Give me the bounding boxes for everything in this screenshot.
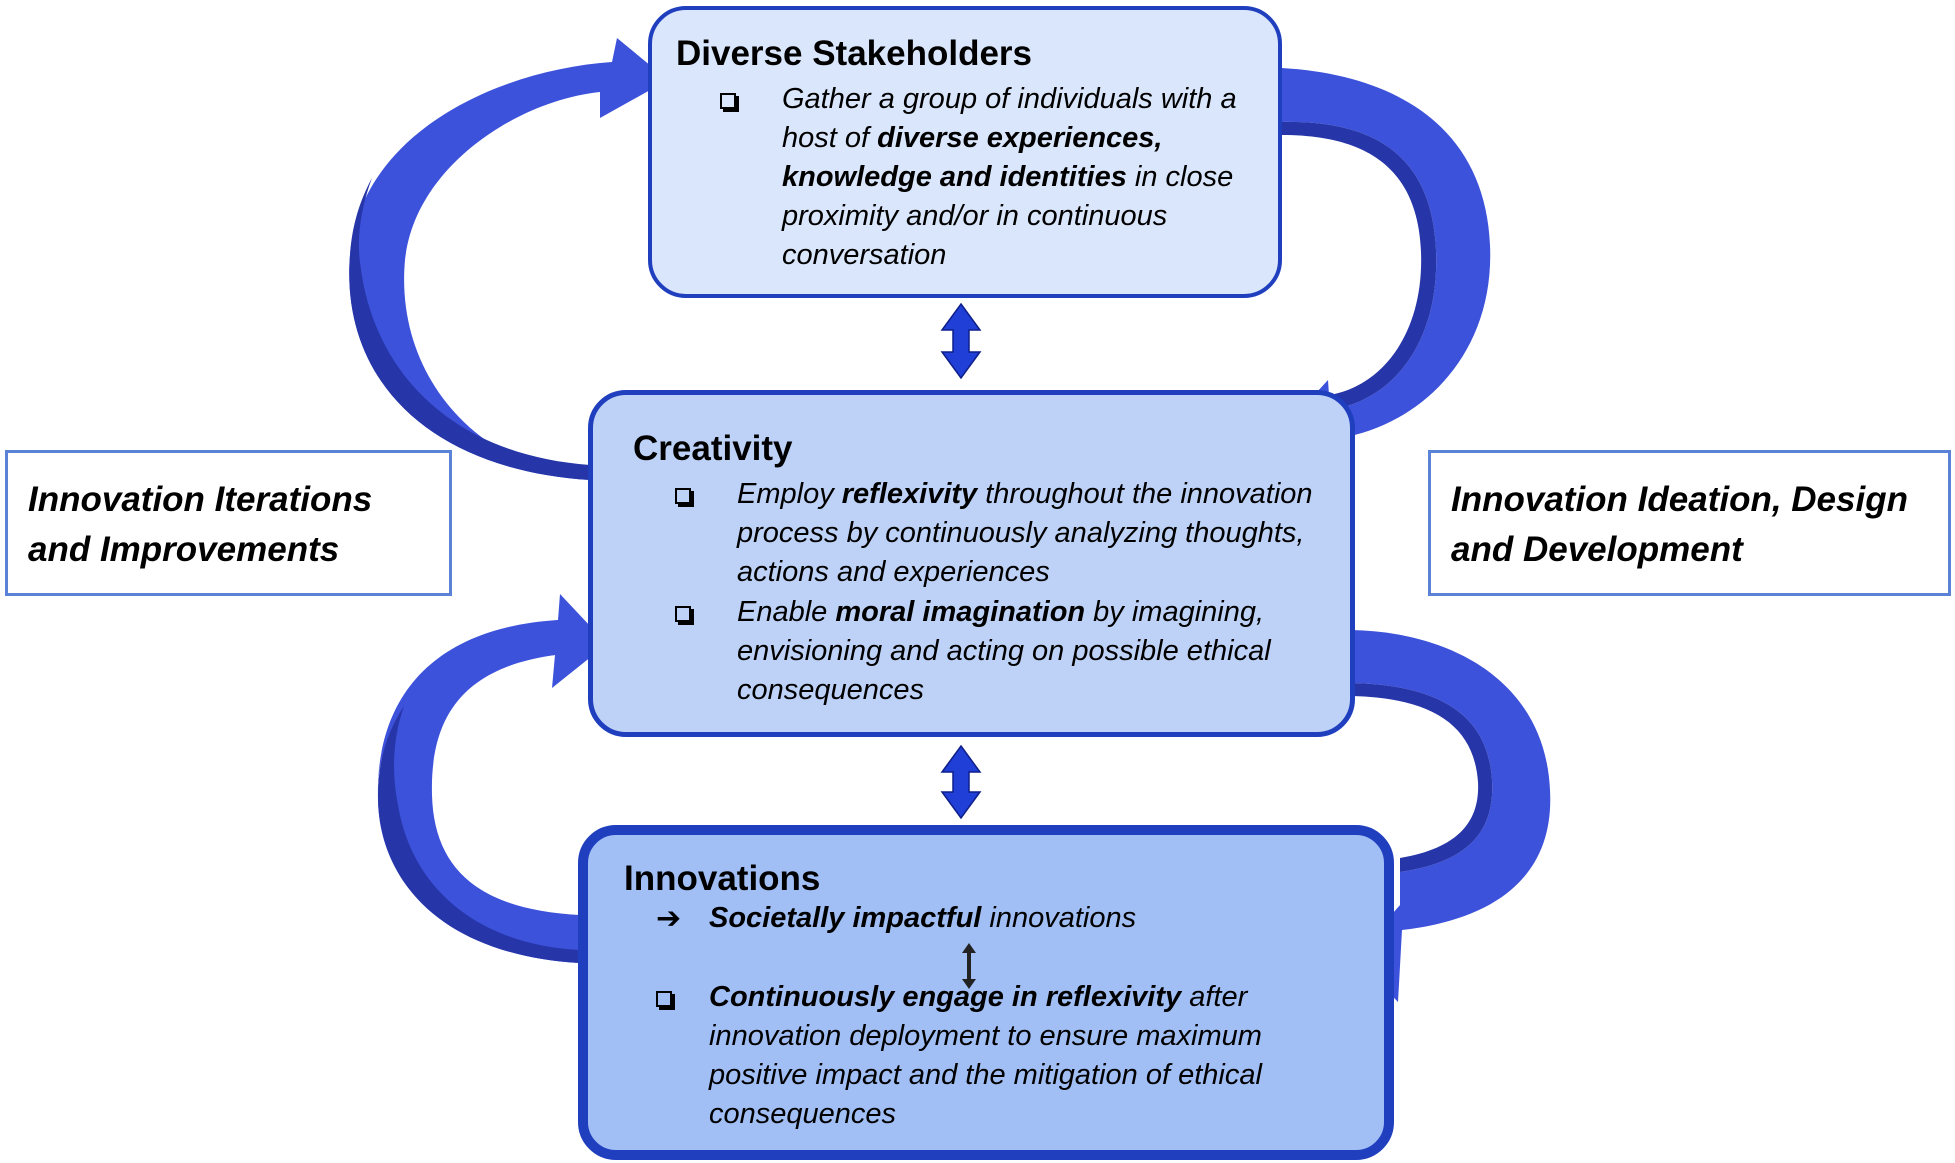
left-label-line-1: Innovation Iterations <box>28 480 373 519</box>
checkbox-icon <box>720 80 736 119</box>
creativity-item-2-text-1: Enable <box>737 596 836 628</box>
innovations-check-item-bold: Continuously engage in reflexivity <box>709 981 1182 1013</box>
innovations-check-item-text: after innovation deployment to ensure ma… <box>709 981 1262 1130</box>
checkbox-icon <box>675 475 691 514</box>
right-label-line-2: and Development <box>1451 530 1743 569</box>
creativity-item-2-text-2: by imagining, envisioning and acting on … <box>737 596 1271 706</box>
checkbox-icon <box>656 978 672 1017</box>
innovations-box: Innovations ➔ Societally impactful innov… <box>578 825 1394 1160</box>
upper-left-cycle-arrow-shade <box>349 178 590 480</box>
innovations-item-continuous-reflexivity: Continuously engage in reflexivity after… <box>709 978 1329 1134</box>
innovations-title: Innovations <box>624 859 821 898</box>
creativity-box: Creativity Employ reflexivity throughout… <box>588 390 1355 737</box>
left-label-box: Innovation Iterations and Improvements <box>5 450 452 596</box>
upper-right-cycle-arrow <box>1282 68 1491 482</box>
arrow-right-icon: ➔ <box>656 902 682 935</box>
double-arrow-middle <box>940 744 982 820</box>
small-double-arrow-icon <box>962 943 976 989</box>
innovations-arrow-item-bold: Societally impactful <box>709 902 982 934</box>
right-label-line-1: Innovation Ideation, Design <box>1451 480 1908 519</box>
innovations-item-societally-impactful: Societally impactful innovations <box>709 899 1369 938</box>
lower-left-cycle-arrow-body <box>378 620 580 963</box>
stakeholders-item: Gather a group of individuals with a hos… <box>782 80 1252 275</box>
stakeholders-title: Diverse Stakeholders <box>676 34 1033 73</box>
creativity-title: Creativity <box>633 429 793 468</box>
innovations-arrow-item-text: innovations <box>981 902 1137 934</box>
creativity-item-1-text-2: throughout the innovation process by con… <box>737 478 1313 588</box>
creativity-item-1-bold: reflexivity <box>841 478 978 510</box>
lower-right-cycle-arrow <box>1352 630 1551 1002</box>
checkbox-icon <box>675 593 691 632</box>
right-label-text: Innovation Ideation, Design and Developm… <box>1451 475 1908 575</box>
stakeholders-item-text-1: Gather a group of individuals with a hos… <box>782 83 1237 154</box>
upper-left-cycle-arrow <box>349 38 668 480</box>
creativity-item-moral-imagination: Enable moral imagination by imagining, e… <box>737 593 1297 710</box>
creativity-item-1-text-1: Employ <box>737 478 842 510</box>
stakeholders-item-bold: diverse experiences, knowledge and ident… <box>782 122 1163 193</box>
left-label-line-2: and Improvements <box>28 530 340 569</box>
lower-left-cycle-arrow-shade <box>378 706 580 963</box>
double-arrow-top <box>940 302 982 380</box>
left-label-text: Innovation Iterations and Improvements <box>28 475 372 575</box>
diverse-stakeholders-box: Diverse Stakeholders Gather a group of i… <box>648 6 1282 298</box>
right-label-box: Innovation Ideation, Design and Developm… <box>1428 450 1951 596</box>
creativity-item-reflexivity: Employ reflexivity throughout the innova… <box>737 475 1337 592</box>
stakeholders-item-text-2: in close proximity and/or in continuous … <box>782 161 1234 271</box>
creativity-item-2-bold: moral imagination <box>835 596 1086 628</box>
